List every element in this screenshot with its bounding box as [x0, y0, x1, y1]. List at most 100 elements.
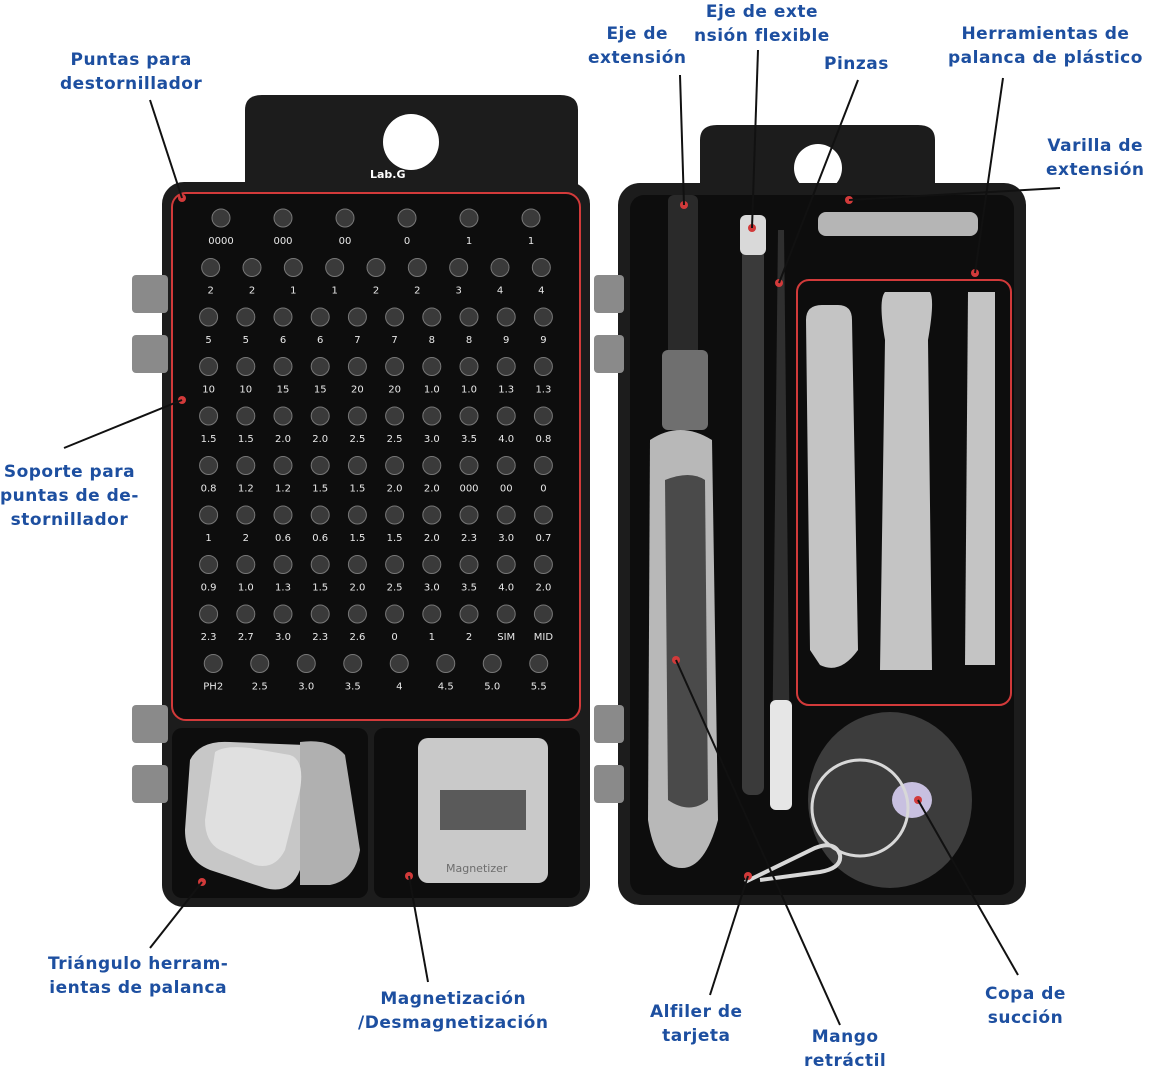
bit	[236, 555, 256, 574]
bit-marking: 2.3	[312, 632, 328, 643]
bit	[335, 208, 355, 228]
bit-marking: 2	[466, 632, 472, 643]
bit	[250, 654, 270, 673]
bit	[347, 505, 367, 525]
bit-marking: 4	[396, 682, 402, 693]
bit-marking: 9	[503, 335, 509, 346]
bit-marking: 3.0	[424, 583, 440, 594]
bit-marking: 0.7	[535, 533, 551, 544]
bit-marking: PH2	[203, 682, 223, 693]
bit-marking: 2.5	[252, 682, 268, 693]
bit	[236, 357, 256, 376]
bit-marking: 10	[239, 385, 252, 396]
bit	[273, 307, 293, 327]
bit	[459, 456, 479, 475]
bit-marking: 3	[455, 286, 461, 297]
bit	[385, 406, 405, 426]
bit	[283, 258, 303, 277]
bit-marking: 10	[202, 385, 215, 396]
bit	[531, 258, 551, 277]
bit	[422, 456, 442, 475]
bit	[310, 505, 330, 525]
bit	[199, 406, 219, 426]
bit-marking: 5.0	[484, 682, 500, 693]
bit	[385, 307, 405, 327]
bit-marking: 5.5	[531, 682, 547, 693]
bit-marking: 8	[466, 335, 472, 346]
bit	[533, 505, 553, 525]
bit	[496, 456, 516, 475]
bit-marking: 2	[243, 533, 249, 544]
bit-marking: 0.9	[201, 583, 217, 594]
bit-marking: 5	[243, 335, 249, 346]
bit	[310, 555, 330, 574]
bit-marking: 1.2	[238, 484, 254, 495]
bit-marking: 1.0	[461, 385, 477, 396]
bit	[529, 654, 549, 673]
bit-marking: 3.5	[461, 583, 477, 594]
bit-marking: 4.0	[498, 434, 514, 445]
bit	[236, 307, 256, 327]
bit-marking: 1	[466, 236, 472, 247]
bit	[199, 604, 219, 624]
bit-marking: 2.6	[349, 632, 365, 643]
bit	[459, 406, 479, 426]
bit	[533, 406, 553, 426]
bit-marking: 4	[497, 286, 503, 297]
bit-marking: 1.5	[387, 533, 403, 544]
bit	[199, 307, 219, 327]
bit	[422, 357, 442, 376]
bit-marking: 2.0	[275, 434, 291, 445]
bit-marking: 2.5	[387, 583, 403, 594]
bit	[347, 555, 367, 574]
bit-marking: 1.3	[275, 583, 291, 594]
bit-marking: 2.0	[387, 484, 403, 495]
bit	[496, 555, 516, 574]
bit	[521, 208, 541, 228]
bit-marking: 2.3	[461, 533, 477, 544]
bit	[482, 654, 502, 673]
bit	[385, 505, 405, 525]
bit-marking: 1.5	[312, 583, 328, 594]
bit	[459, 604, 479, 624]
bit-marking: 1	[205, 533, 211, 544]
bit	[422, 505, 442, 525]
bit	[273, 406, 293, 426]
bit-marking: 1	[429, 632, 435, 643]
bit-marking: 15	[277, 385, 290, 396]
bit	[496, 307, 516, 327]
bit-marking: 1.5	[238, 434, 254, 445]
bit-marking: 0	[540, 484, 546, 495]
bit-marking: 1.5	[312, 484, 328, 495]
bit	[347, 357, 367, 376]
bit	[533, 357, 553, 376]
bit	[533, 307, 553, 327]
bit	[273, 357, 293, 376]
bit	[459, 555, 479, 574]
bit	[459, 307, 479, 327]
bit-marking: 0000	[208, 236, 233, 247]
right-case	[594, 125, 1026, 905]
bit-marking: 1.3	[498, 385, 514, 396]
bit	[273, 505, 293, 525]
bit-marking: 1.2	[275, 484, 291, 495]
bit	[385, 456, 405, 475]
bit	[325, 258, 345, 277]
label-magnetizer: Magnetización/Desmagnetización	[358, 989, 549, 1033]
bit-marking: 000	[459, 484, 478, 495]
bit	[310, 357, 330, 376]
bit-marking: 2.5	[349, 434, 365, 445]
bit-marking: 1.5	[201, 434, 217, 445]
bit-marking: 2.0	[424, 484, 440, 495]
bit-marking: 2.7	[238, 632, 254, 643]
bit	[242, 258, 262, 277]
bit-marking: 00	[500, 484, 513, 495]
bit	[347, 307, 367, 327]
